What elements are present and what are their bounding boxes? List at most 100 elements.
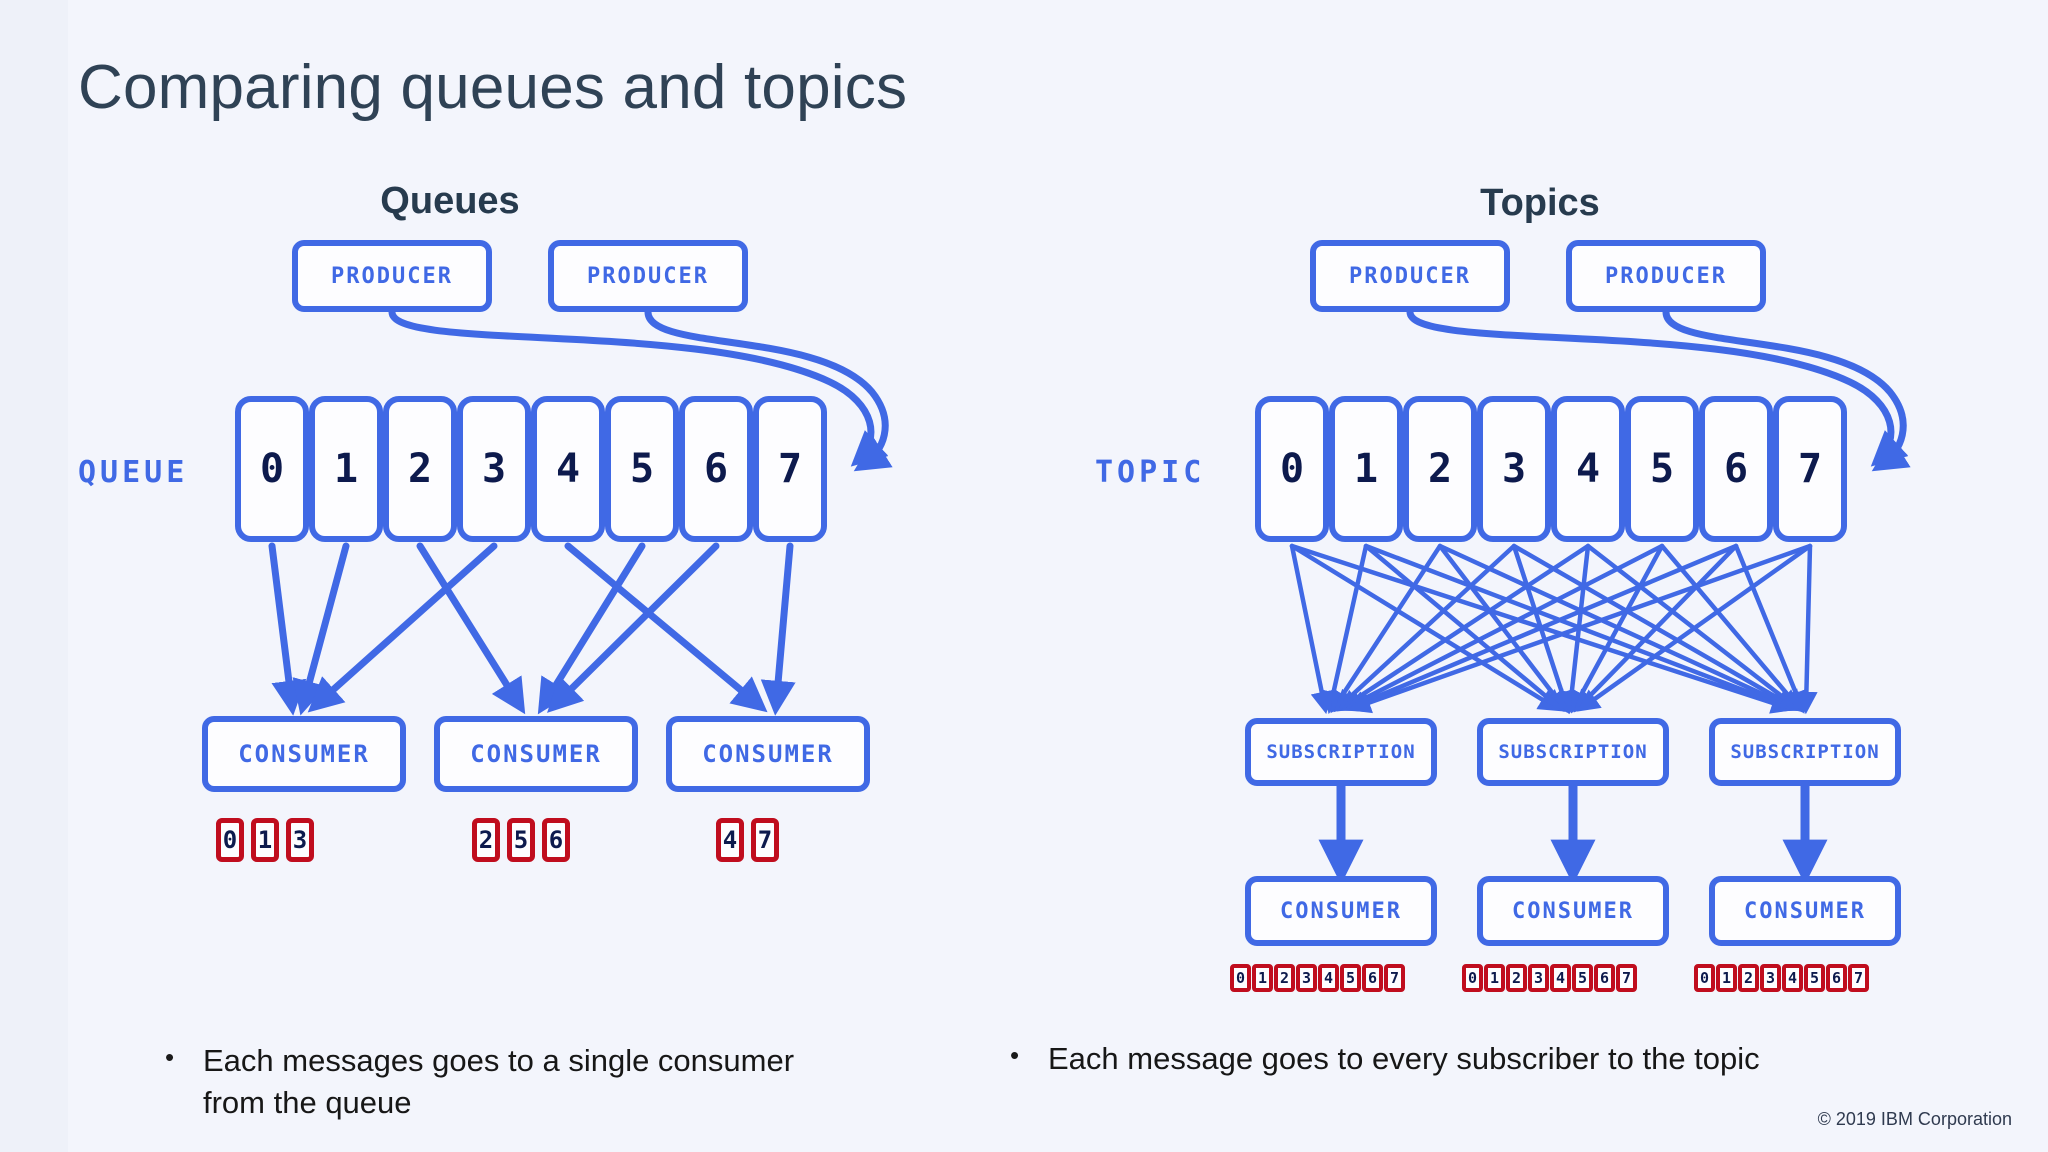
topics-bullet-text: Each message goes to every subscriber to… — [1048, 1041, 1760, 1076]
queue-consumer-3[interactable]: CONSUMER — [666, 716, 870, 792]
topic-consumer-3-label: CONSUMER — [1744, 898, 1866, 924]
queue-consumer-2-label: CONSUMER — [470, 740, 602, 768]
topic-subscription-1[interactable]: SUBSCRIPTION — [1245, 718, 1437, 786]
queue-consumer-2[interactable]: CONSUMER — [434, 716, 638, 792]
queue-consumer-3-messages: 4 7 — [716, 818, 779, 862]
topic-subscription-3[interactable]: SUBSCRIPTION — [1709, 718, 1901, 786]
queue-consumer-1-messages: 0 1 3 — [216, 818, 314, 862]
topic-consumer-1-label: CONSUMER — [1280, 898, 1402, 924]
message-badge: 5 — [1572, 964, 1593, 992]
topic-subscription-3-label: SUBSCRIPTION — [1730, 741, 1880, 763]
queue-cell-7: 7 — [753, 396, 827, 542]
queue-cell-4-value: 4 — [555, 446, 581, 492]
message-badge: 2 — [1506, 964, 1527, 992]
message-badge: 7 — [751, 818, 779, 862]
queue-cell-5-value: 5 — [629, 446, 655, 492]
topic-cell-0-value: 0 — [1279, 446, 1305, 492]
topic-side-label: TOPIC — [1095, 455, 1206, 490]
message-badge: 5 — [507, 818, 535, 862]
message-badge: 7 — [1384, 964, 1405, 992]
queue-consumer-1-label: CONSUMER — [238, 740, 370, 768]
topic-cell-6-value: 6 — [1723, 446, 1749, 492]
message-badge: 4 — [1782, 964, 1803, 992]
topic-consumer-2-label: CONSUMER — [1512, 898, 1634, 924]
queue-cell-6-value: 6 — [703, 446, 729, 492]
topic-cell-0: 0 — [1255, 396, 1329, 542]
topic-fanout-lines — [1289, 543, 1818, 715]
subscription-to-consumer-arrows — [1318, 786, 1828, 885]
topic-producer-2[interactable]: PRODUCER — [1566, 240, 1766, 312]
topic-subscription-2-label: SUBSCRIPTION — [1498, 741, 1648, 763]
page-title: Comparing queues and topics — [78, 53, 908, 122]
bullet-dot-icon: • — [1010, 1040, 1020, 1070]
queue-producer-1-label: PRODUCER — [331, 263, 453, 289]
message-badge: 4 — [716, 818, 744, 862]
message-badge: 1 — [1252, 964, 1273, 992]
topic-cell-1: 1 — [1329, 396, 1403, 542]
topic-subscription-2[interactable]: SUBSCRIPTION — [1477, 718, 1669, 786]
topic-consumer-2-messages: 0 1 2 3 4 5 6 7 — [1462, 964, 1637, 992]
topic-consumer-1-messages: 0 1 2 3 4 5 6 7 — [1230, 964, 1405, 992]
topic-cell-2-value: 2 — [1427, 446, 1453, 492]
queue-cell-4: 4 — [531, 396, 605, 542]
topic-cell-2: 2 — [1403, 396, 1477, 542]
message-badge: 7 — [1616, 964, 1637, 992]
message-badge: 1 — [1484, 964, 1505, 992]
message-badge: 0 — [1462, 964, 1483, 992]
queue-producer-2[interactable]: PRODUCER — [548, 240, 748, 312]
message-badge: 1 — [1716, 964, 1737, 992]
queue-producer-1[interactable]: PRODUCER — [292, 240, 492, 312]
topics-heading: Topics — [1480, 182, 1600, 224]
queue-cell-7-value: 7 — [777, 446, 803, 492]
topic-cell-4-value: 4 — [1575, 446, 1601, 492]
topic-cell-7-value: 7 — [1797, 446, 1823, 492]
queue-cell-3-value: 3 — [481, 446, 507, 492]
queues-bullet: • Each messages goes to a single consume… — [165, 1040, 865, 1124]
message-badge: 5 — [1340, 964, 1361, 992]
topic-cell-1-value: 1 — [1353, 446, 1379, 492]
queue-cell-3: 3 — [457, 396, 531, 542]
bullet-dot-icon: • — [165, 1042, 175, 1072]
message-badge: 3 — [286, 818, 314, 862]
message-badge: 2 — [1738, 964, 1759, 992]
queue-cell-0: 0 — [235, 396, 309, 542]
topic-consumer-3-messages: 0 1 2 3 4 5 6 7 — [1694, 964, 1869, 992]
message-badge: 4 — [1318, 964, 1339, 992]
topic-producer-1-label: PRODUCER — [1349, 263, 1471, 289]
queue-consumer-3-label: CONSUMER — [702, 740, 834, 768]
topic-consumer-3[interactable]: CONSUMER — [1709, 876, 1901, 946]
queue-cell-2-value: 2 — [407, 446, 433, 492]
topic-consumer-1[interactable]: CONSUMER — [1245, 876, 1437, 946]
message-badge: 2 — [472, 818, 500, 862]
message-badge: 5 — [1804, 964, 1825, 992]
topic-cell-3: 3 — [1477, 396, 1551, 542]
topic-consumer-2[interactable]: CONSUMER — [1477, 876, 1669, 946]
queue-cell-5: 5 — [605, 396, 679, 542]
topic-subscription-1-label: SUBSCRIPTION — [1266, 741, 1416, 763]
message-badge: 1 — [251, 818, 279, 862]
queue-consumer-1[interactable]: CONSUMER — [202, 716, 406, 792]
message-badge: 6 — [542, 818, 570, 862]
copyright-footer: © 2019 IBM Corporation — [1817, 1109, 2012, 1129]
message-badge: 7 — [1848, 964, 1869, 992]
queue-cell-1: 1 — [309, 396, 383, 542]
queue-side-label: QUEUE — [78, 455, 189, 490]
message-badge: 2 — [1274, 964, 1295, 992]
queues-heading: Queues — [380, 180, 520, 222]
topic-producer-1[interactable]: PRODUCER — [1310, 240, 1510, 312]
message-badge: 0 — [1230, 964, 1251, 992]
queue-consumer-2-messages: 2 5 6 — [472, 818, 570, 862]
message-badge: 3 — [1760, 964, 1781, 992]
topic-cell-5: 5 — [1625, 396, 1699, 542]
topic-producer-2-label: PRODUCER — [1605, 263, 1727, 289]
topic-cell-7: 7 — [1773, 396, 1847, 542]
topic-cell-4: 4 — [1551, 396, 1625, 542]
topic-cell-6: 6 — [1699, 396, 1773, 542]
message-badge: 0 — [216, 818, 244, 862]
left-edge-strip — [0, 0, 68, 1152]
message-badge: 3 — [1528, 964, 1549, 992]
queue-cell-1-value: 1 — [333, 446, 359, 492]
message-badge: 6 — [1594, 964, 1615, 992]
message-badge: 4 — [1550, 964, 1571, 992]
